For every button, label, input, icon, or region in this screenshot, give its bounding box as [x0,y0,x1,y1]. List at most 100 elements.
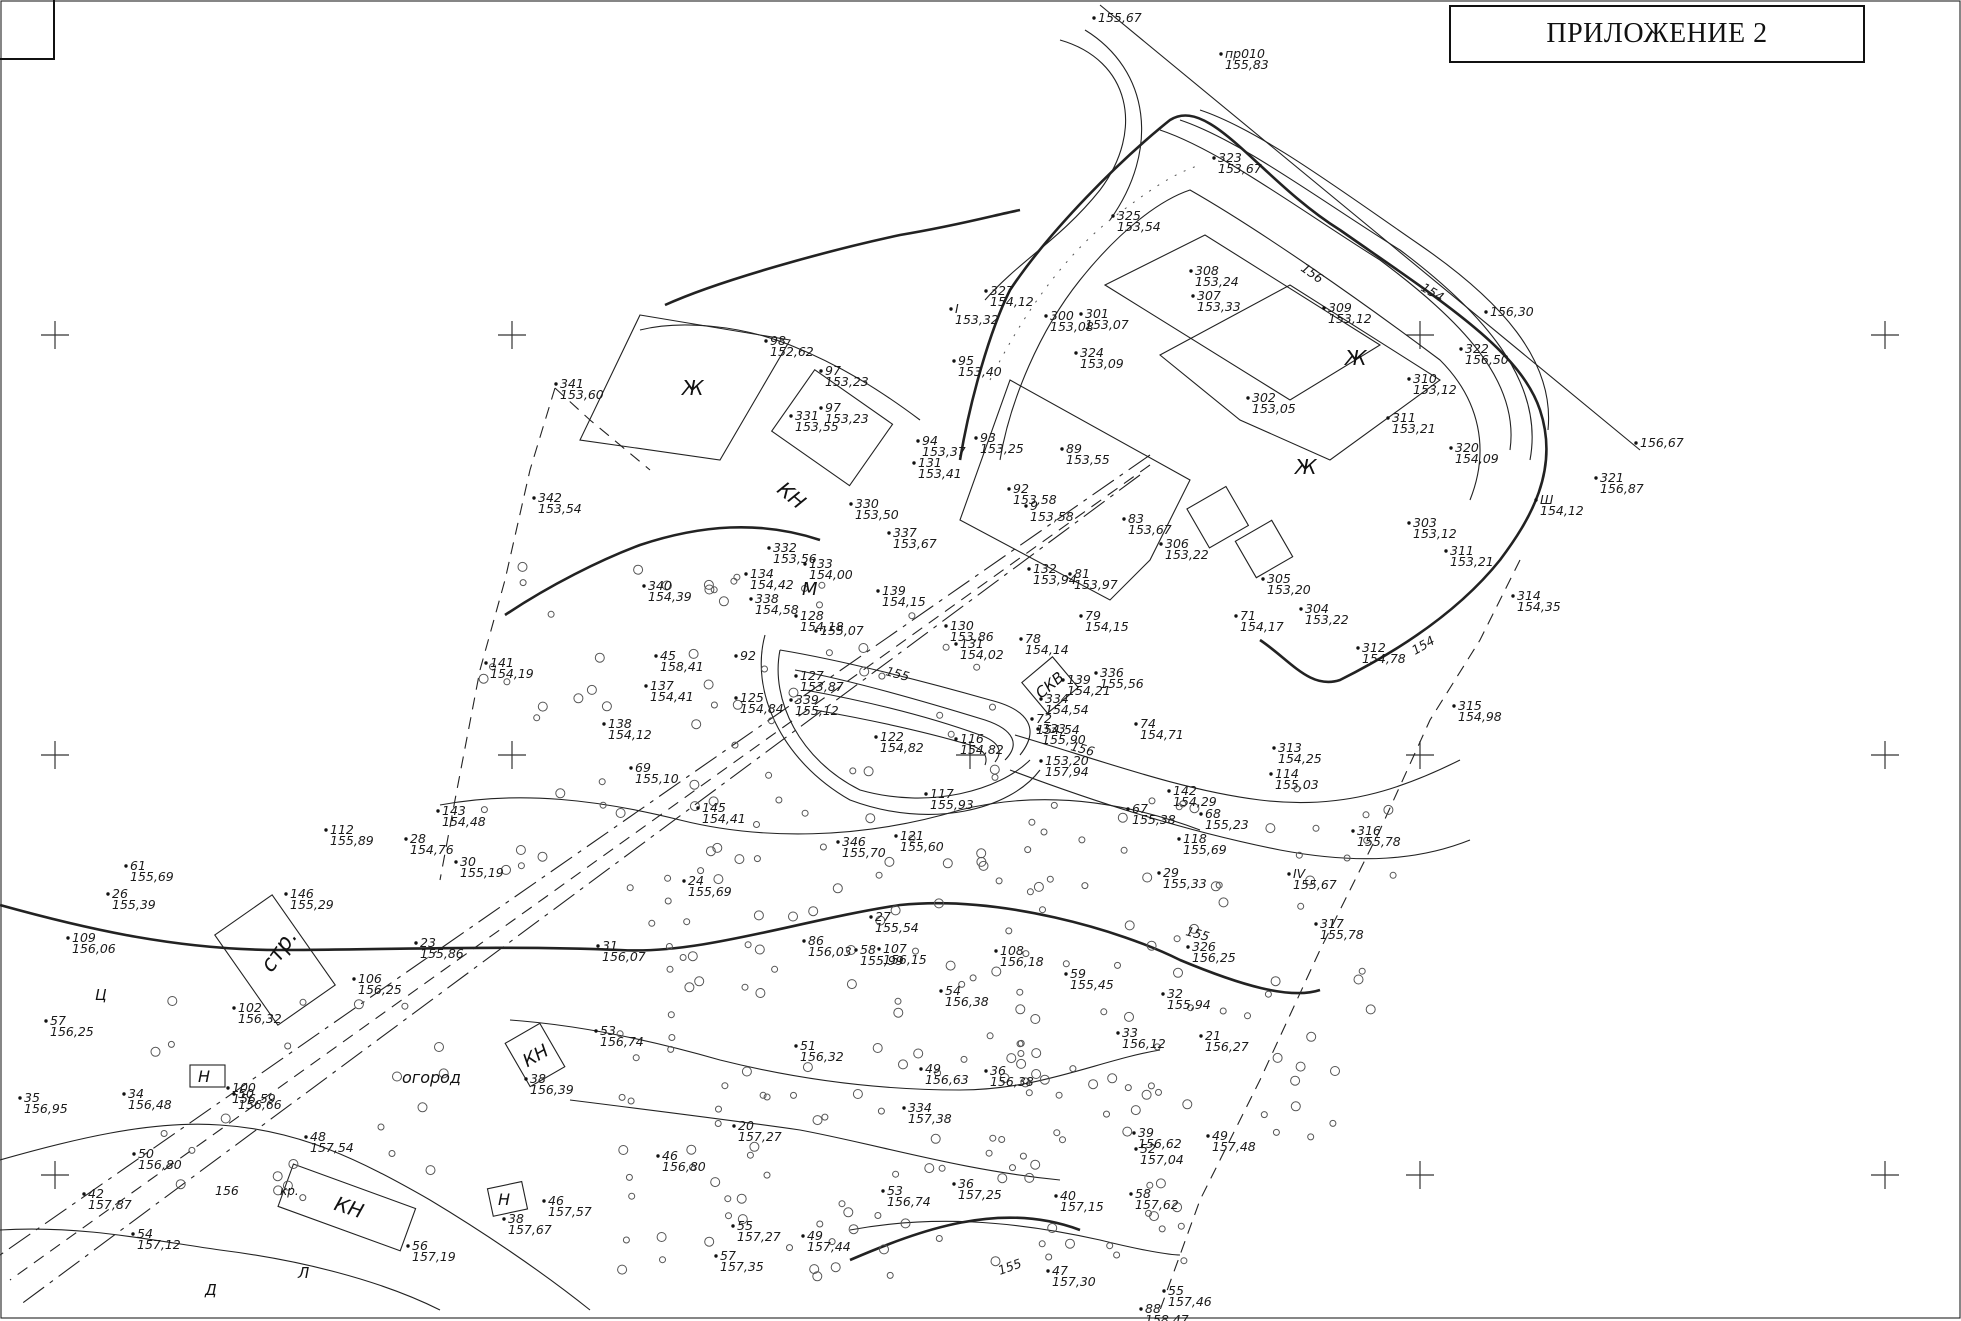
vegetation-circle [989,1134,997,1142]
vegetation-circle [832,883,843,894]
vegetation-circle [377,1123,385,1131]
vegetation-circle [1189,923,1200,934]
survey-point-number: 131 [960,636,984,651]
survey-point-number: 54 [137,1226,153,1241]
survey-point-elevation: 154,58 [755,602,799,617]
survey-point-elevation: 153,21 [1392,421,1436,436]
survey-point-marker [1459,347,1463,351]
survey-point-number: 88 [1145,1301,1161,1316]
survey-point-elevation: 153,23 [825,374,869,389]
survey-point-number: 143 [442,803,466,818]
vegetation-circle [838,1200,846,1208]
survey-point-elevation: 157,38 [908,1111,952,1126]
survey-point-marker [124,864,128,868]
vegetation-circle [1078,836,1086,844]
survey-point-elevation: 154,76 [410,842,454,857]
yard-contour-4 [1199,109,1550,431]
survey-point-number: IV [1293,866,1307,881]
survey-point-marker [1511,594,1515,598]
survey-point-elevation: 153,24 [1195,274,1239,289]
survey-point-elevation: 153,55 [795,419,839,434]
vegetation-circle [1117,812,1128,823]
survey-point-marker [789,698,793,702]
survey-point-number: 98 [770,333,786,348]
survey-point-number: 92 [1013,481,1029,496]
vegetation-circle [1145,1209,1152,1217]
vegetation-circle [958,980,966,988]
survey-point-marker [524,1077,528,1081]
corner-stamp [0,0,55,60]
vegetation-circle [1244,1012,1251,1020]
vegetation-circle [519,579,527,587]
vegetation-circle [1179,800,1187,808]
vegetation-circle [721,1082,729,1090]
vegetation-circle [744,941,752,949]
vegetation-circle [908,612,916,620]
survey-point-marker [1111,214,1115,218]
survey-point-marker [232,1006,236,1010]
vegetation-circle [1177,1222,1185,1230]
vegetation-circle [848,1224,859,1235]
survey-point-marker [1159,542,1163,546]
vegetation-circle [877,1107,885,1115]
vegetation-circle [763,1093,771,1101]
vegetation-circle [753,821,760,828]
vegetation-circle [1020,1077,1031,1088]
vegetation-circle [878,672,886,680]
survey-point-marker [1314,922,1318,926]
vegetation-circle [1383,804,1394,815]
survey-point-elevation: 157,54 [310,1140,354,1155]
vegetation-circle [825,649,833,657]
vegetation-circle [1045,1253,1053,1261]
survey-point-elevation: 156,95 [24,1101,68,1116]
survey-point-marker [1234,614,1238,618]
vegetation-circle [1147,1082,1155,1090]
survey-point-elevation: 154,09 [1455,451,1499,466]
survey-point-elevation: 153,67 [1128,522,1172,537]
survey-point-number: 59 [1070,966,1086,981]
survey-point-elevation: 155,29 [290,897,334,912]
vegetation-circle [438,1068,449,1079]
vegetation-circle [1187,1004,1194,1012]
survey-point-elevation: 157,94 [1045,764,1089,779]
vegetation-circle [632,1054,640,1062]
vegetation-circle [282,1180,293,1191]
survey-point-marker [1191,294,1195,298]
survey-point-number: 342 [538,490,562,505]
survey-point-number: 141 [490,655,514,670]
vegetation-circle [1069,1065,1077,1073]
vegetation-circle [517,561,528,572]
vegetation-circle [761,665,768,673]
vegetation-circle [874,1212,882,1219]
vegetation-circle [736,1193,747,1204]
vegetation-circle [667,1045,675,1053]
survey-point-elevation: 153,09 [1080,356,1124,371]
survey-point-number: 333 [1042,721,1066,736]
vegetation-circle [659,1256,666,1264]
vegetation-circle [801,585,808,592]
vegetation-circle [802,1062,813,1073]
survey-point-marker [912,461,916,465]
survey-point-elevation: 153,12 [1328,311,1372,326]
survey-point-elevation: 156,03 [808,944,852,959]
vegetation-circle [890,905,901,916]
vegetation-circle [947,730,955,738]
survey-point-marker [1122,517,1126,521]
survey-point-number: 36 [990,1063,1006,1078]
survey-point-elevation: 155,10 [635,771,679,786]
survey-point-marker [122,1092,126,1096]
vegetation-circle [767,717,775,725]
